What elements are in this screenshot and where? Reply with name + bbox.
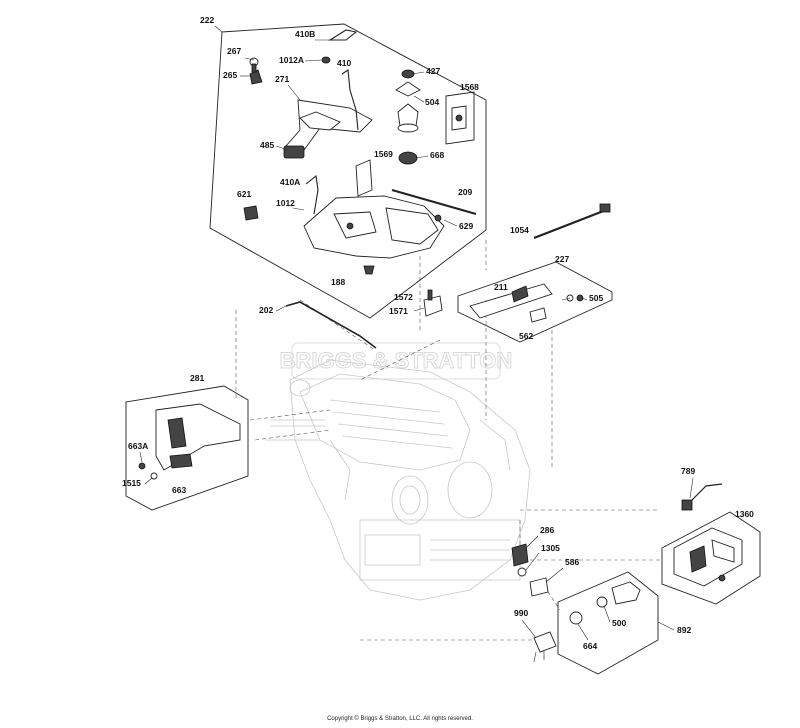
watermark-text: BRIGGS & STRATTON <box>280 348 513 373</box>
label-427: 427 <box>426 66 440 76</box>
label-1572: 1572 <box>394 292 413 302</box>
copyright-notice: Copyright © Briggs & Stratton, LLC. All … <box>327 716 473 722</box>
label-410: 410 <box>337 58 351 68</box>
label-505: 505 <box>589 293 603 303</box>
cable-tie-1054 <box>533 203 611 240</box>
label-410B: 410B <box>295 29 315 39</box>
label-267: 267 <box>227 46 241 56</box>
label-188: 188 <box>331 277 345 287</box>
label-789: 789 <box>681 466 695 476</box>
label-1515: 1515 <box>122 478 141 488</box>
brand-watermark: BRIGGS & STRATTON <box>279 342 513 380</box>
label-892: 892 <box>677 625 691 635</box>
engine-block-drawing <box>265 359 531 601</box>
label-227: 227 <box>555 254 569 264</box>
connector-990 <box>533 631 557 663</box>
label-562: 562 <box>519 331 533 341</box>
label-663: 663 <box>172 485 186 495</box>
label-1569: 1569 <box>374 149 393 159</box>
label-1012: 1012 <box>276 198 295 208</box>
label-211: 211 <box>494 282 508 292</box>
label-leader-lines <box>139 25 694 641</box>
label-1571: 1571 <box>389 306 408 316</box>
label-202: 202 <box>259 305 273 315</box>
label-1012A: 1012A <box>279 55 304 65</box>
label-271: 271 <box>275 74 289 84</box>
link-rod-202 <box>285 301 377 349</box>
sensor-parts-286-1305-586 <box>511 543 549 597</box>
bracket-1572 <box>423 289 443 317</box>
label-668: 668 <box>430 150 444 160</box>
label-664: 664 <box>583 641 597 651</box>
label-1054: 1054 <box>510 225 529 235</box>
label-990: 990 <box>514 608 528 618</box>
label-504: 504 <box>425 97 439 107</box>
label-500: 500 <box>612 618 626 628</box>
label-586: 586 <box>565 557 579 567</box>
label-485: 485 <box>260 140 274 150</box>
label-1568: 1568 <box>460 82 479 92</box>
group-1360-starter-assembly <box>661 511 761 605</box>
label-222: 222 <box>200 15 214 25</box>
group-222-throttle-assembly <box>209 23 487 319</box>
label-1360: 1360 <box>735 509 754 519</box>
label-286: 286 <box>540 525 554 535</box>
group-227-bracket-assembly <box>457 261 613 343</box>
wire-connector-789 <box>681 483 723 511</box>
label-410A: 410A <box>280 177 300 187</box>
label-265: 265 <box>223 70 237 80</box>
label-663A: 663A <box>128 441 148 451</box>
part-number-labels: 222 410B 267 1012A 410 427 265 271 504 1… <box>122 15 754 651</box>
label-629: 629 <box>459 221 473 231</box>
label-1305: 1305 <box>541 543 560 553</box>
label-621: 621 <box>237 189 251 199</box>
label-281: 281 <box>190 373 204 383</box>
label-209: 209 <box>458 187 472 197</box>
group-892-valve-assembly <box>557 571 659 675</box>
group-281-cover-assembly <box>125 385 249 511</box>
